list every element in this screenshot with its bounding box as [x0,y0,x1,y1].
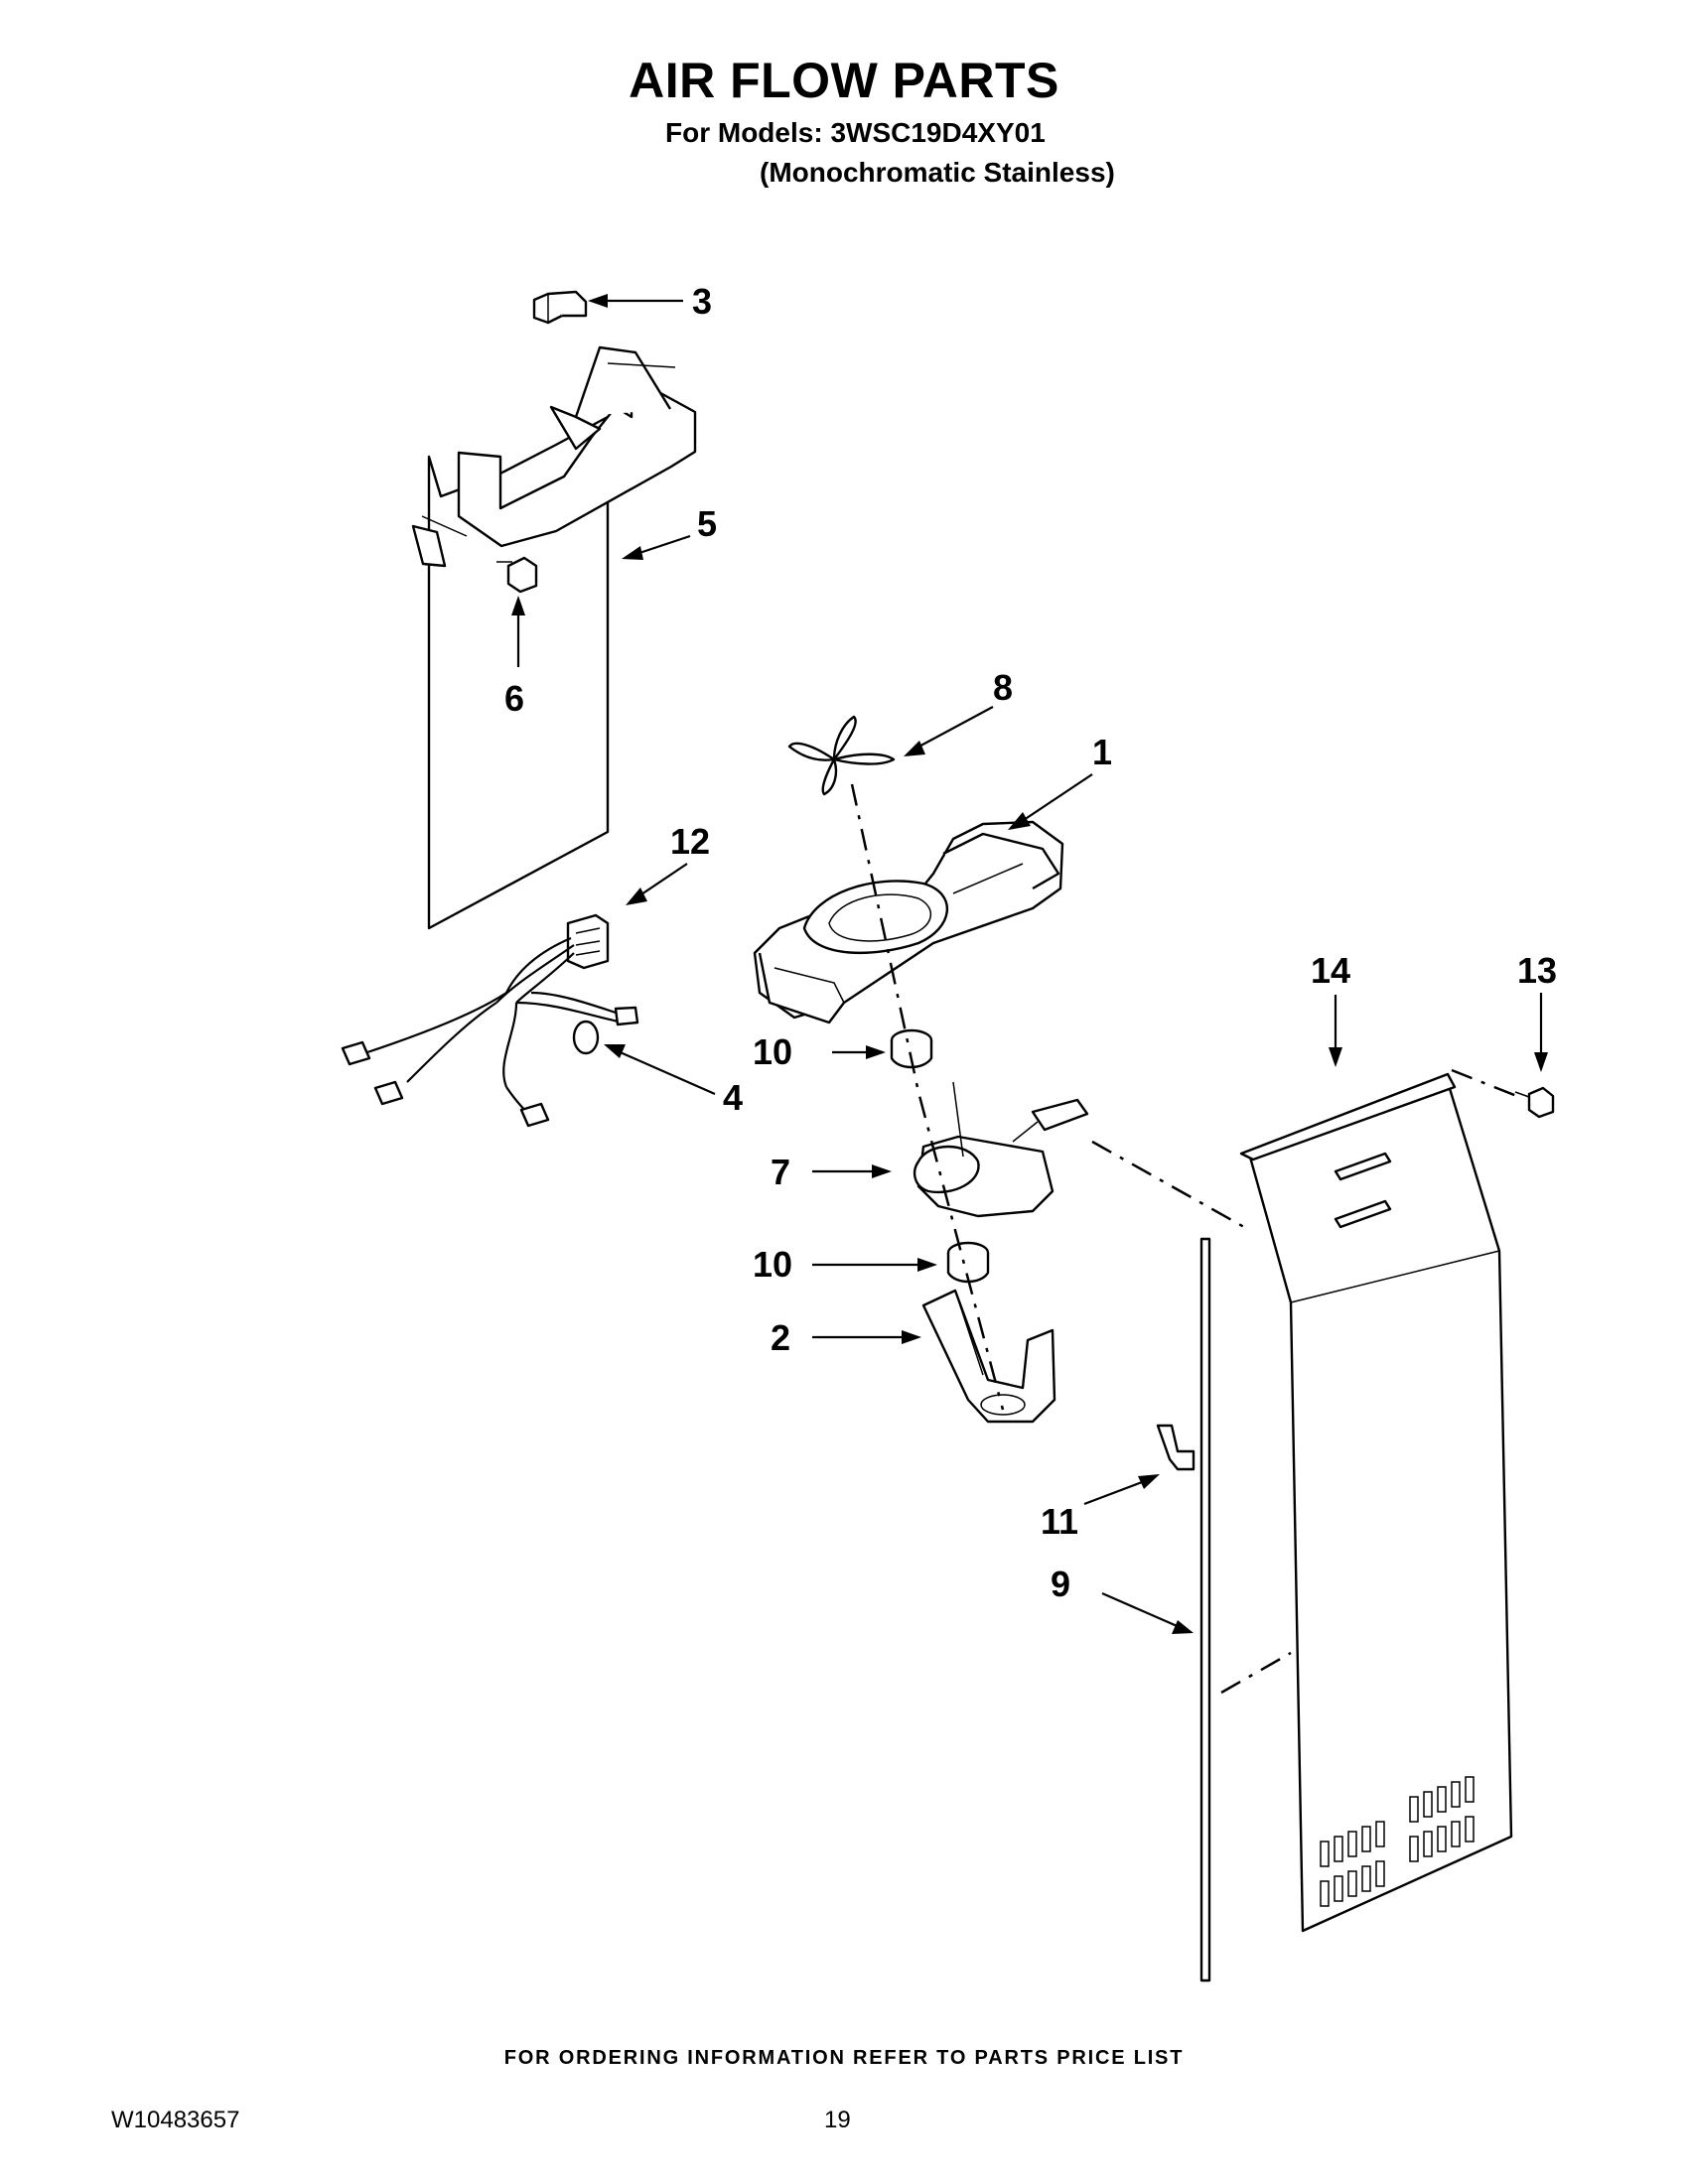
page-title: AIR FLOW PARTS [629,53,1059,108]
callout-5: 5 [697,503,717,544]
arrowhead-14 [1329,1047,1342,1067]
callout-11: 11 [1041,1501,1078,1542]
arrowhead-9 [1172,1620,1194,1634]
lower-louvers [1320,1776,1475,1907]
part-14-cover-panel [1239,1072,1513,1933]
part-9-seal [1199,1237,1211,1982]
leader-4 [615,1048,716,1096]
leader-12 [634,863,688,899]
part-2-motor-bracket [921,1289,1056,1424]
arrowhead-12 [626,887,647,905]
callout-9: 9 [1051,1564,1070,1604]
assembly-line-1 [1091,1140,1252,1233]
callout-13: 13 [1517,950,1557,991]
arrowhead-8 [904,741,925,756]
ordering-note: FOR ORDERING INFORMATION REFER TO PARTS … [503,2047,1185,2069]
part-8-fan-blade [787,715,896,796]
part-3-clip [532,290,588,325]
part-13-screw [1514,1086,1555,1119]
leader-8 [913,706,994,751]
arrowhead-1 [1008,812,1031,830]
leader-9 [1101,1591,1183,1630]
page-number: 19 [824,2107,851,2133]
arrowhead-6 [511,596,525,615]
callout-8: 8 [993,667,1013,708]
callout-10-lower: 10 [753,1244,792,1285]
part-10-grommet-upper [890,1028,933,1069]
callout-4: 4 [723,1077,743,1118]
callout-3: 3 [692,281,712,322]
part-5-duct [411,345,697,930]
callout-7: 7 [771,1152,790,1192]
arrowhead-10-upper [866,1045,886,1059]
part-1-fan-housing [753,820,1064,1024]
callout-2: 2 [771,1317,790,1358]
models-line: For Models: 3WSC19D4XY01 [665,117,1046,148]
arrowhead-7 [872,1164,892,1178]
assembly-line-3 [1451,1068,1520,1099]
leader-11 [1083,1477,1151,1506]
callout-1: 1 [1092,732,1112,772]
callout-6: 6 [504,678,524,719]
arrowhead-2 [902,1330,921,1344]
leader-1 [1017,773,1093,825]
callout-14: 14 [1311,950,1350,991]
document-number: W10483657 [111,2107,240,2133]
part-10-grommet-lower [946,1241,990,1284]
center-axis-line [850,783,1005,1411]
part-11-clip [1156,1424,1196,1471]
assembly-line-2 [1220,1651,1292,1695]
part-6-screw [496,556,538,594]
part-12-wire-harness [341,913,639,1128]
arrowhead-11 [1138,1474,1160,1489]
arrowhead-3 [588,294,608,308]
callout-12: 12 [670,821,710,862]
arrowhead-5 [622,546,643,560]
variant-line: (Monochromatic Stainless) [760,157,1115,188]
callout-10-upper: 10 [753,1031,792,1072]
arrowhead-13 [1534,1052,1548,1072]
arrowhead-10-lower [917,1258,937,1272]
arrowhead-4 [604,1044,626,1058]
part-7-fan-motor [913,1081,1089,1218]
